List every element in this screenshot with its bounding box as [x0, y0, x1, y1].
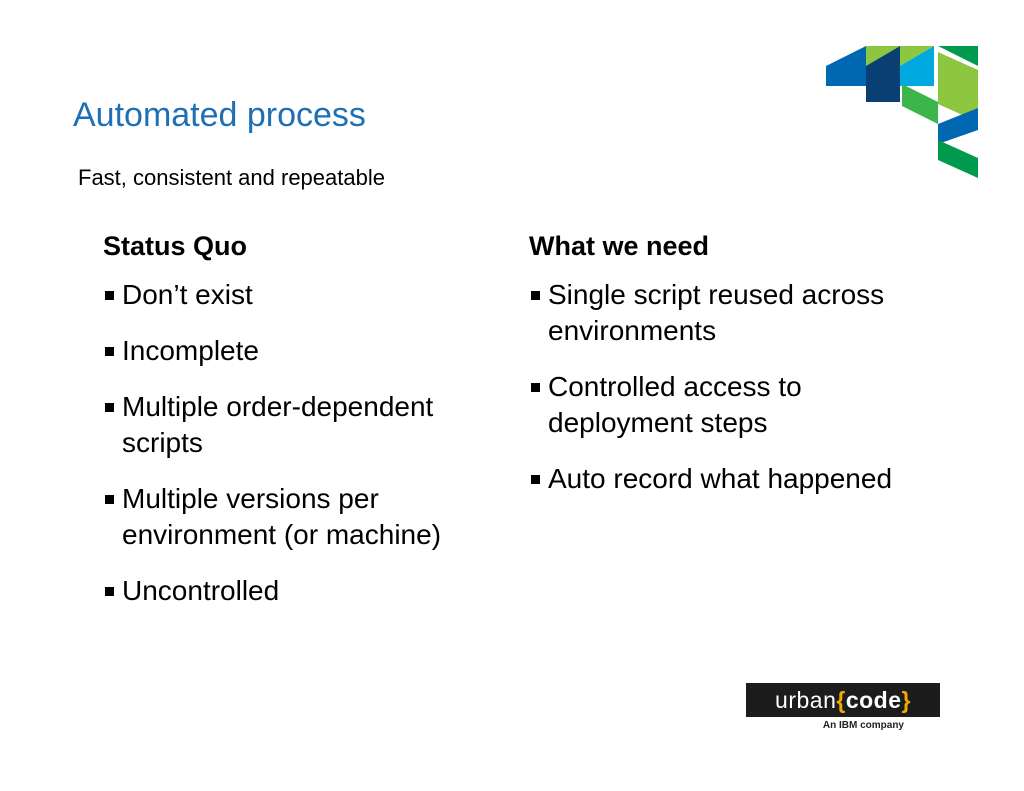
list-item-text: Single script reused across environments — [548, 279, 885, 346]
square-bullet-icon — [531, 291, 540, 300]
square-bullet-icon — [105, 291, 114, 300]
brand-word: urban — [775, 686, 837, 713]
square-bullet-icon — [105, 495, 114, 504]
what-we-need-heading: What we need — [529, 231, 710, 261]
list-item-text: Multiple versions per environment (or ma… — [122, 483, 442, 550]
brand-code: code — [845, 686, 902, 713]
ibm-geometric-triangles-icon — [826, 46, 978, 178]
list-item-text: Uncontrolled — [122, 575, 280, 606]
list-item: Auto record what happened — [529, 461, 948, 497]
square-bullet-icon — [105, 587, 114, 596]
square-bullet-icon — [531, 383, 540, 392]
brand-brace-open: { — [836, 686, 846, 713]
list-item: Multiple order-dependent scripts — [103, 389, 502, 461]
square-bullet-icon — [531, 475, 540, 484]
page-subtitle: Fast, consistent and repeatable — [78, 165, 385, 190]
list-item: Multiple versions per environment (or ma… — [103, 481, 502, 553]
what-we-need-list: Single script reused across environments… — [529, 277, 949, 497]
list-item-text: Controlled access to deployment steps — [548, 371, 802, 438]
urbancode-wordmark: urban{code} — [746, 683, 940, 717]
square-bullet-icon — [105, 347, 114, 356]
square-bullet-icon — [105, 403, 114, 412]
what-we-need-column: What we need Single script reused across… — [529, 229, 949, 517]
page-title: Automated process — [73, 96, 366, 134]
status-quo-heading: Status Quo — [103, 231, 248, 261]
brand-tagline: An IBM company — [822, 720, 904, 731]
urbancode-logo: urban{code} An IBM company — [746, 683, 940, 731]
list-item: Incomplete — [103, 333, 502, 369]
list-item: Controlled access to deployment steps — [529, 369, 948, 441]
list-item: Don’t exist — [103, 277, 502, 313]
status-quo-list: Don’t exist Incomplete Multiple order-de… — [103, 277, 523, 609]
list-item-text: Don’t exist — [122, 279, 253, 310]
list-item-text: Auto record what happened — [548, 463, 893, 494]
list-item: Single script reused across environments — [529, 277, 948, 349]
list-item-text: Multiple order-dependent scripts — [122, 391, 434, 458]
status-quo-column: Status Quo Don’t exist Incomplete Multip… — [103, 229, 523, 629]
brand-brace-close: } — [901, 686, 911, 713]
list-item: Uncontrolled — [103, 573, 502, 609]
list-item-text: Incomplete — [122, 335, 259, 366]
